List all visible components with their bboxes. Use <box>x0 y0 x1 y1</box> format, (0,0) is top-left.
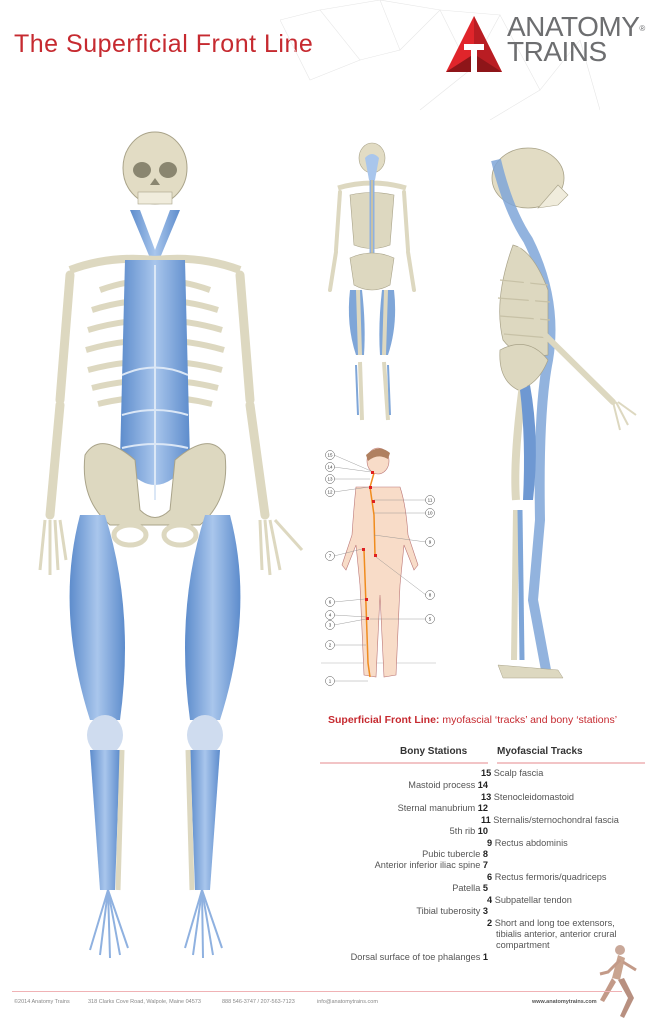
footer-website[interactable]: www.anatomytrains.com <box>532 999 597 1005</box>
svg-text:15: 15 <box>327 453 333 458</box>
legend-row-4: 4 Subpatellar tendon <box>487 895 572 905</box>
lateral-skeleton-figure <box>491 147 637 679</box>
svg-text:9: 9 <box>429 540 432 545</box>
legend-row-10: 5th rib 10 <box>449 826 488 836</box>
footer-phone: 888 546-3747 / 207-563-7123 <box>222 999 295 1005</box>
page-title: The Superficial Front Line <box>14 30 314 58</box>
svg-text:2: 2 <box>329 643 332 648</box>
legend-row-9: 9 Rectus abdominis <box>487 838 568 848</box>
svg-text:7: 7 <box>329 554 332 559</box>
legend-row-13: 13 Stenocleidomastoid <box>481 792 574 802</box>
legend-title: Superficial Front Line: myofascial ‘trac… <box>328 714 618 726</box>
legend-row-6: 6 Rectus fermoris/quadriceps <box>487 872 607 882</box>
svg-text:12: 12 <box>327 490 333 495</box>
bony-stations-rule <box>320 762 488 764</box>
legend-row-12: Sternal manubrium 12 <box>397 803 488 813</box>
svg-text:10: 10 <box>427 511 433 516</box>
legend-row-14: Mastoid process 14 <box>408 780 488 790</box>
footer-divider <box>12 991 622 992</box>
svg-text:3: 3 <box>329 623 332 628</box>
svg-text:13: 13 <box>327 477 333 482</box>
legend-row-5: Patella 5 <box>452 883 488 893</box>
myofascial-tracks-header: Myofascial Tracks <box>497 746 583 757</box>
svg-text:8: 8 <box>429 593 432 598</box>
body-map-figure: 15 14 13 12 7 6 4 3 2 1 11 10 9 8 5 <box>321 447 436 686</box>
bony-stations-header: Bony Stations <box>400 746 468 757</box>
svg-text:14: 14 <box>327 465 333 470</box>
svg-text:4: 4 <box>329 613 332 618</box>
legend-row-3: Tibial tuberosity 3 <box>416 906 488 916</box>
posterior-skeleton-figure <box>328 142 416 421</box>
footer-email[interactable]: info@anatomytrains.com <box>317 999 378 1005</box>
anterior-skeleton-figure <box>38 131 304 959</box>
legend-row-1: Dorsal surface of toe phalanges 1 <box>350 952 488 962</box>
legend-row-7: Anterior inferior iliac spine 7 <box>374 860 488 870</box>
runner-figure <box>599 945 637 1018</box>
myofascial-tracks-rule <box>497 762 645 764</box>
anatomy-trains-logo[interactable]: ANATOMY® TRAINS <box>445 11 660 76</box>
triangle-logo-icon <box>446 16 502 72</box>
footer-address: 318 Clarks Cove Road, Walpole, Maine 045… <box>88 999 201 1005</box>
footer-copyright: ©2014 Anatomy Trains <box>14 999 70 1005</box>
svg-text:1: 1 <box>329 679 332 684</box>
legend-row-2: 2 Short and long toe extensors, tibialis… <box>487 918 617 950</box>
legend-row-15: 15 Scalp fascia <box>481 768 544 778</box>
svg-text:5: 5 <box>429 617 432 622</box>
legend-row-11: 11 Sternalis/sternochondral fascia <box>481 815 619 825</box>
legend-row-8: Pubic tubercle 8 <box>422 849 488 859</box>
svg-text:11: 11 <box>428 498 433 503</box>
logo-wordmark: ANATOMY® TRAINS <box>507 11 645 67</box>
svg-text:6: 6 <box>329 600 332 605</box>
